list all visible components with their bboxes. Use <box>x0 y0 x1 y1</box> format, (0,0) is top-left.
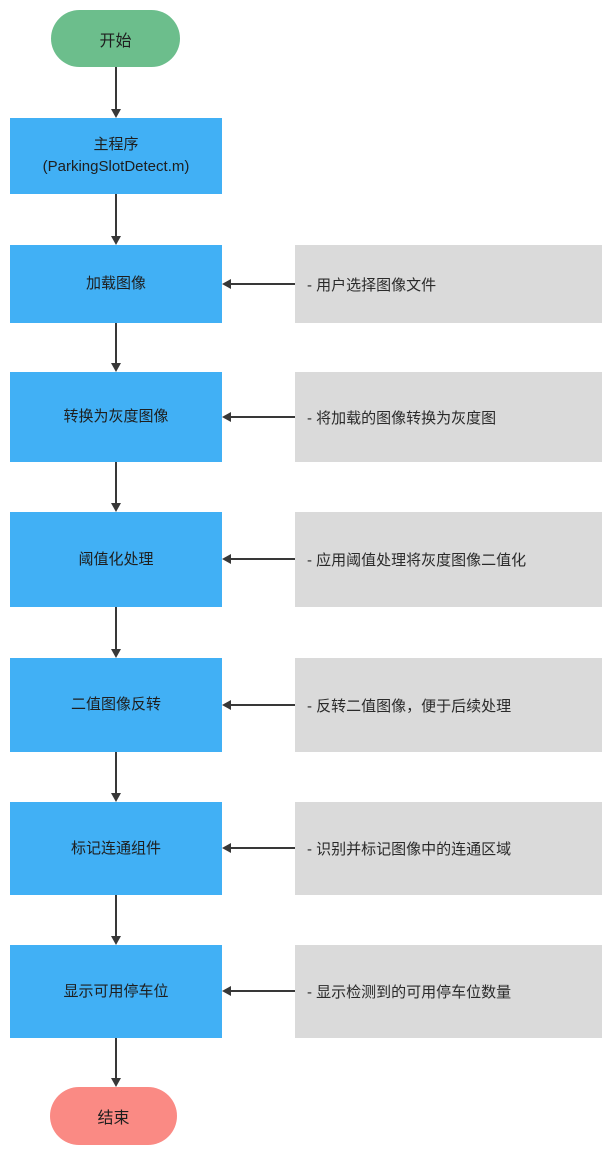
process-label: 二值图像反转 <box>70 696 161 713</box>
note-box-display-slots: - 显示检测到的可用停车位数量 <box>295 945 602 1038</box>
process-box-invert: 二值图像反转 <box>10 658 222 752</box>
arrow-note-display-slots <box>222 986 295 996</box>
note-box-load-image: - 用户选择图像文件 <box>295 245 602 323</box>
note-label: - 用户选择图像文件 <box>307 276 437 294</box>
process-box-load-image: 加载图像 <box>10 245 222 323</box>
note-box-threshold: - 应用阈值处理将灰度图像二值化 <box>295 512 602 607</box>
process-box-grayscale: 转换为灰度图像 <box>10 372 222 462</box>
note-box-invert: - 反转二值图像，便于后续处理 <box>295 658 602 752</box>
arrow-invert-to-label <box>111 752 121 802</box>
start-node: 开始 <box>51 10 180 67</box>
arrow-start-to-main <box>111 67 121 118</box>
end-node-label: 结束 <box>97 1110 130 1127</box>
process-label: 标记连通组件 <box>70 839 161 857</box>
arrow-note-load-image <box>222 279 295 289</box>
arrow-note-invert <box>222 700 295 710</box>
process-label: 主程序 <box>93 136 139 153</box>
process-box-main-program: 主程序 (ParkingSlotDetect.m) <box>10 118 222 194</box>
note-label: - 显示检测到的可用停车位数量 <box>307 984 512 1001</box>
process-label: 加载图像 <box>85 275 146 292</box>
arrow-note-grayscale <box>222 412 295 422</box>
process-box-threshold: 阈值化处理 <box>10 512 222 607</box>
note-label: - 识别并标记图像中的连通区域 <box>307 841 512 858</box>
process-box-connected-components: 标记连通组件 <box>10 802 222 895</box>
process-label: 阈值化处理 <box>78 550 154 568</box>
end-node: 结束 <box>50 1087 177 1145</box>
arrow-threshold-to-invert <box>111 607 121 658</box>
process-label: 显示可用停车位 <box>63 982 169 1000</box>
arrow-note-threshold <box>222 554 295 564</box>
arrow-main-to-load <box>111 194 121 245</box>
arrow-label-to-display <box>111 895 121 945</box>
note-box-grayscale: - 将加载的图像转换为灰度图 <box>295 372 602 462</box>
arrow-gray-to-threshold <box>111 462 121 512</box>
note-box-connected-components: - 识别并标记图像中的连通区域 <box>295 802 602 895</box>
arrow-load-to-gray <box>111 323 121 372</box>
note-label: - 应用阈值处理将灰度图像二值化 <box>307 552 527 569</box>
arrow-display-to-end <box>111 1038 121 1087</box>
arrow-note-connected-components <box>222 843 295 853</box>
process-box-display-slots: 显示可用停车位 <box>10 945 222 1038</box>
note-label: - 将加载的图像转换为灰度图 <box>307 409 497 427</box>
process-sublabel: (ParkingSlotDetect.m) <box>42 158 190 175</box>
note-label: - 反转二值图像，便于后续处理 <box>307 697 512 715</box>
process-label: 转换为灰度图像 <box>63 408 169 425</box>
start-node-label: 开始 <box>99 32 132 50</box>
